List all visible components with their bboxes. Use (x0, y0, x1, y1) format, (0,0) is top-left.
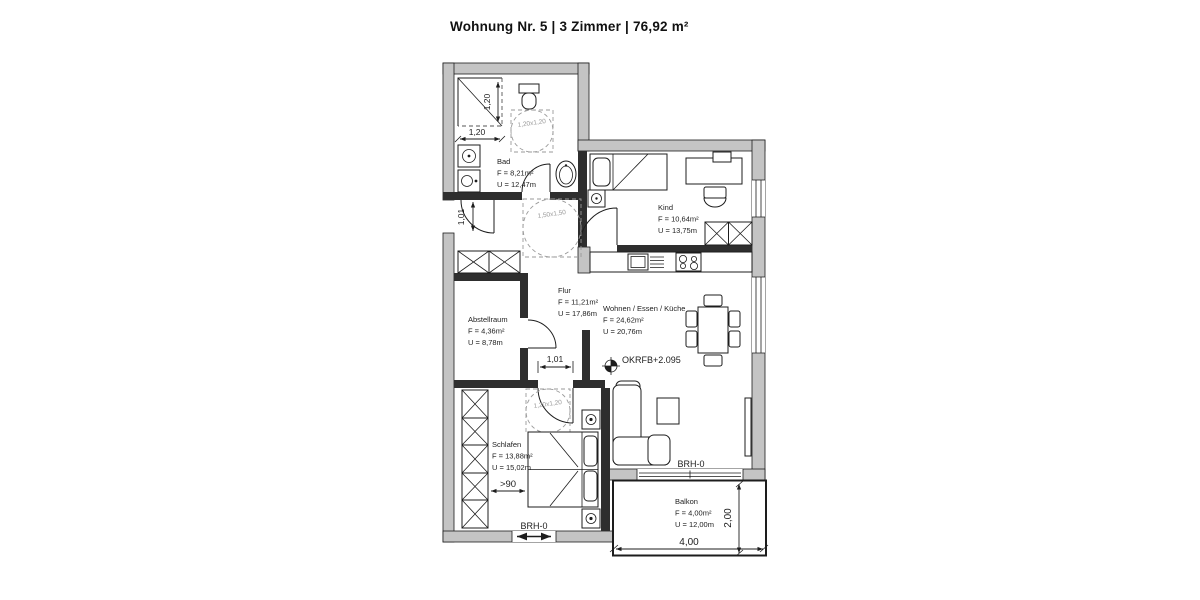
abstellraum-door (527, 319, 557, 349)
kind-chair (703, 186, 727, 208)
dimension-schlafen-door: 1,01 (537, 354, 574, 373)
svg-text:F = 4,00m²: F = 4,00m² (675, 509, 712, 518)
sofa (612, 380, 671, 466)
hall-closet (457, 250, 521, 274)
svg-text:F = 13,88m²: F = 13,88m² (492, 452, 533, 461)
dimension-schlafen-clearance: >90 (491, 479, 525, 494)
kind-door (579, 207, 618, 246)
svg-text:1,20: 1,20 (469, 127, 486, 137)
svg-text:1,01: 1,01 (456, 208, 466, 225)
svg-text:U = 12,00m: U = 12,00m (675, 520, 714, 529)
svg-text:Balkon: Balkon (675, 497, 698, 506)
kind-window (752, 179, 765, 218)
wohnen-bottom-window (636, 469, 744, 480)
svg-text:1,01: 1,01 (547, 354, 564, 364)
entry-door (460, 199, 495, 234)
interior-walls (443, 151, 752, 531)
kind-wardrobe (704, 221, 753, 246)
wohnen-room-label: Wohnen / Essen / Küche F = 24,62m² U = 2… (603, 304, 685, 336)
double-bed (527, 431, 599, 508)
level-marker: OKRFB+2.095 (602, 355, 681, 375)
schlafen-turning-circle-label: 1,20x1,20 (533, 399, 563, 410)
bad-room-label: Bad F = 8,21m² U = 12,47m (497, 157, 536, 189)
kind-nightstand (587, 189, 606, 208)
svg-text:Schlafen: Schlafen (492, 440, 521, 449)
flur-turning-circle-label: 1,50x1,50 (537, 209, 567, 220)
svg-text:F = 10,64m²: F = 10,64m² (658, 215, 699, 224)
wohnen-side-window (752, 276, 765, 354)
dining-chairs (685, 294, 741, 367)
bad-turning-circle: 1,20x1,20 (510, 109, 554, 153)
kitchen-sink (627, 253, 664, 271)
bathroom-sink (555, 160, 577, 188)
dining-table (697, 306, 729, 354)
svg-text:U = 15,02m: U = 15,02m (492, 463, 531, 472)
schlafen-room-label: Schlafen F = 13,88m² U = 15,02m (492, 440, 533, 472)
bad-turning-circle-label: 1,20x1,20 (517, 118, 547, 129)
sideboard (744, 397, 752, 457)
schlafen-wardrobe (461, 389, 489, 529)
svg-text:U = 12,47m: U = 12,47m (497, 180, 536, 189)
abstellraum-room-label: Abstellraum F = 4,36m² U = 8,78m (468, 315, 508, 347)
svg-text:F = 8,21m²: F = 8,21m² (497, 169, 534, 178)
svg-text:Kind: Kind (658, 203, 673, 212)
schlafen-sill-label: BRH-0 (520, 521, 547, 531)
svg-text:>90: >90 (500, 479, 516, 490)
svg-text:U = 20,76m: U = 20,76m (603, 327, 642, 336)
svg-text:F = 24,62m²: F = 24,62m² (603, 316, 644, 325)
page-title: Wohnung Nr. 5 | 3 Zimmer | 76,92 m² (450, 19, 689, 34)
dimension-entry-door: 1,01 (456, 202, 476, 231)
toilet (518, 83, 540, 110)
balkon-room-label: Balkon F = 4,00m² U = 12,00m (675, 497, 714, 529)
dryer (457, 169, 481, 193)
svg-text:F = 11,21m²: F = 11,21m² (558, 298, 599, 307)
shower (457, 77, 503, 127)
svg-text:Abstellraum: Abstellraum (468, 315, 508, 324)
dimension-balkon-depth: 2,00 (723, 480, 744, 557)
wohnen-sill-label: BRH-0 (677, 459, 704, 469)
kind-room-label: Kind F = 10,64m² U = 13,75m (658, 203, 699, 235)
level-marker-label: OKRFB+2.095 (622, 355, 681, 365)
kind-desk (685, 151, 743, 185)
svg-text:1,20: 1,20 (482, 93, 492, 110)
nightstand-bottom (581, 508, 601, 529)
nightstand-top (581, 409, 601, 430)
svg-text:U = 17,86m: U = 17,86m (558, 309, 597, 318)
svg-text:4,00: 4,00 (679, 537, 699, 548)
svg-text:U = 8,78m: U = 8,78m (468, 338, 503, 347)
kind-bed (589, 153, 668, 191)
svg-text:Wohnen / Essen / Küche: Wohnen / Essen / Küche (603, 304, 685, 313)
flur-room-label: Flur F = 11,21m² U = 17,86m (558, 286, 599, 318)
svg-text:U = 13,75m: U = 13,75m (658, 226, 697, 235)
dimension-shower-depth: 1,20 (482, 82, 501, 122)
washing-machine (457, 144, 481, 168)
svg-text:F = 4,36m²: F = 4,36m² (468, 327, 505, 336)
schlafen-window (511, 531, 557, 542)
flur-turning-circle: 1,50x1,50 (522, 198, 582, 258)
stove (675, 252, 702, 272)
svg-text:2,00: 2,00 (723, 508, 734, 528)
svg-text:Flur: Flur (558, 286, 571, 295)
kitchen-counter (589, 251, 753, 273)
bad-door (521, 163, 551, 193)
svg-text:Bad: Bad (497, 157, 510, 166)
dimension-shower-width: 1,20 (454, 127, 506, 143)
schlafen-door (537, 387, 574, 424)
coffee-table (656, 397, 680, 425)
schlafen-turning-circle: 1,20x1,20 (525, 388, 571, 434)
